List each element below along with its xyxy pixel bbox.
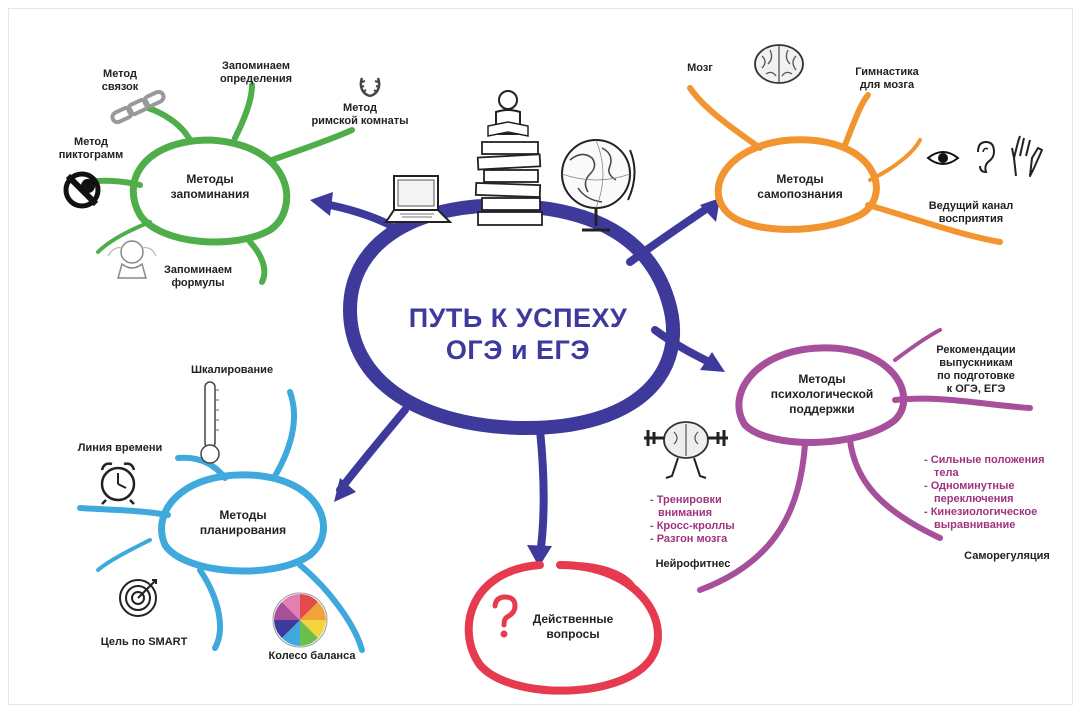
formula-figure-icon [107, 240, 157, 279]
image-frame [8, 8, 1073, 705]
brain-gym-icon [644, 421, 728, 479]
label-roman-room: Метод римской комнаты [300, 102, 420, 128]
label-roman-line1: Метод [343, 102, 377, 114]
fitness-item: - Кросс-кроллы [650, 520, 735, 532]
brain-icon [754, 44, 804, 84]
label-links-line2: связок [101, 81, 139, 93]
fitness-item: - Разгон мозга [650, 533, 728, 545]
fitness-item: - Тренировки [650, 494, 722, 506]
balance-wheel-icon [272, 592, 328, 648]
node-support-line3: поддержки [789, 402, 855, 416]
node-support-line1: Методы [798, 372, 846, 386]
selfreg-list: - Сильные положения тела - Одноминутные … [924, 454, 1045, 532]
laptop-icon [384, 175, 453, 223]
node-memory-line1: Методы [186, 172, 234, 186]
label-recommend-line4: к ОГЭ, ЕГЭ [946, 383, 1006, 395]
label-roman-line2: римской комнаты [311, 115, 409, 127]
node-memory: Методы запоминания [160, 172, 260, 202]
label-gym-line2: для мозга [859, 79, 915, 91]
target-icon [119, 579, 157, 617]
node-support-line2: психологической [770, 387, 874, 401]
ear-icon [977, 140, 996, 174]
label-definitions: Запоминаем определения [208, 60, 304, 86]
label-channel-line2: восприятия [938, 213, 1004, 225]
selfreg-item: - Сильные положения [924, 454, 1045, 466]
label-channel-line1: Ведущий канал [928, 200, 1014, 212]
planning-branch [77, 389, 365, 653]
questions-branch [464, 561, 662, 695]
pictogram-icon [63, 171, 101, 209]
memory-branch [83, 82, 355, 285]
books-reader-icon [474, 90, 543, 226]
label-balance-wheel: Колесо баланса [268, 650, 356, 662]
center-title-line1: ПУТЬ К УСПЕХУ [408, 303, 628, 333]
label-leading-channel: Ведущий канал восприятия [918, 200, 1024, 226]
label-timeline: Линия времени [77, 442, 163, 454]
chain-icon [110, 90, 166, 125]
hand-icon [1011, 135, 1043, 177]
fitness-list: - Тренировки внимания - Кросс-кроллы - Р… [650, 494, 735, 546]
question-mark-icon [492, 594, 518, 638]
label-scaling: Шкалирование [190, 364, 274, 376]
selfreg-item: - Кинезиологическое [924, 506, 1038, 518]
fitness-item: внимания [658, 507, 713, 519]
thermometer-icon [200, 381, 220, 464]
label-smart-goal: Цель по SMART [100, 636, 188, 648]
label-links-line1: Метод [103, 68, 137, 80]
selfreg-item: переключения [934, 493, 1014, 505]
node-planning: Методы планирования [188, 508, 298, 538]
center-title: ПУТЬ К УСПЕХУ ОГЭ и ЕГЭ [368, 302, 668, 366]
selfreg-item: тела [934, 467, 959, 479]
selfreg-item: выравнивание [934, 519, 1016, 531]
node-planning-line2: планирования [199, 523, 287, 537]
globe-icon [561, 139, 636, 232]
label-definitions-line1: Запоминаем [222, 60, 290, 72]
node-questions: Действенные вопросы [518, 612, 628, 642]
node-self: Методы самопознания [745, 172, 855, 202]
label-pictograms-line1: Метод [74, 136, 108, 148]
label-recommendations: Рекомендации выпускникам по подготовке к… [924, 344, 1028, 396]
arrow-heads [310, 192, 725, 567]
label-formulas-line2: формулы [171, 277, 225, 289]
label-gym-line1: Гимнастика [855, 66, 919, 78]
eye-icon [926, 151, 960, 165]
label-formulas: Запоминаем формулы [158, 264, 238, 290]
node-questions-line1: Действенные [532, 612, 614, 626]
alarm-clock-icon [100, 462, 136, 505]
label-pictograms: Метод пиктограмм [52, 136, 130, 162]
label-recommend-line1: Рекомендации [936, 344, 1016, 356]
node-support: Методы психологической поддержки [762, 372, 882, 417]
support-branch [697, 328, 1033, 593]
label-links-method: Метод связок [88, 68, 152, 94]
label-brain: Мозг [687, 62, 713, 74]
node-self-line2: самопознания [757, 187, 843, 201]
node-planning-line1: Методы [219, 508, 267, 522]
laurel-icon [359, 77, 381, 98]
self-branch [687, 85, 1003, 245]
center-title-line2: ОГЭ и ЕГЭ [445, 335, 591, 365]
label-pictograms-line2: пиктограмм [58, 149, 124, 161]
label-formulas-line1: Запоминаем [164, 264, 232, 276]
label-recommend-line2: выпускникам [939, 357, 1013, 369]
label-definitions-line2: определения [219, 73, 293, 85]
selfreg-item: - Одноминутные [924, 480, 1015, 492]
node-questions-line2: вопросы [546, 627, 600, 641]
label-brain-gym: Гимнастика для мозга [842, 66, 932, 92]
label-neurofitness: Нейрофитнес [655, 558, 731, 570]
node-self-line1: Методы [776, 172, 824, 186]
node-memory-line2: запоминания [170, 187, 250, 201]
label-recommend-line3: по подготовке [937, 370, 1015, 382]
label-self-regulation: Саморегуляция [964, 550, 1050, 562]
